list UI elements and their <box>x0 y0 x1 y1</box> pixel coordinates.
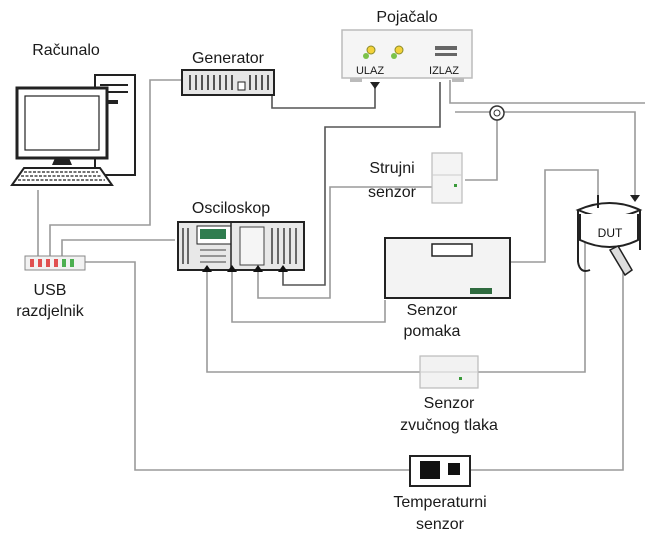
amplifier-output-label: IZLAZ <box>429 65 459 77</box>
sound-pressure-sensor-icon: Senzor zvučnog tlaka <box>400 355 498 434</box>
connection-wires <box>37 79 645 471</box>
current-clamp-icon <box>489 105 505 121</box>
wire-current-oscilloscope <box>257 186 432 299</box>
usb-hub-label-line1: USB <box>34 282 67 299</box>
displacement-sensor-label-line1: Senzor <box>407 302 458 319</box>
pressure-sensor-label-line2: zvučnog tlaka <box>400 417 498 434</box>
wire-generator-amplifier <box>271 82 376 109</box>
wire-usb-oscilloscope <box>61 239 175 258</box>
temperature-sensor-label-line2: senzor <box>416 516 465 533</box>
wire-amplifier-oscilloscope <box>282 82 441 286</box>
wire-usb-generator <box>49 79 182 258</box>
computer-icon: Računalo <box>10 42 136 186</box>
oscilloscope-label: Osciloskop <box>192 200 270 217</box>
wire-amplifier-dut <box>455 111 636 195</box>
temperature-sensor-label-line1: Temperaturni <box>393 494 486 511</box>
wire-amplifier-out <box>449 80 645 104</box>
amplifier-label: Pojačalo <box>376 9 437 26</box>
oscilloscope-icon: Osciloskop <box>177 200 305 272</box>
current-sensor-label-line2: senzor <box>368 184 417 201</box>
dut-label: DUT <box>598 226 623 240</box>
current-sensor-label-line1: Strujni <box>369 160 414 177</box>
displacement-sensor-label-line2: pomaka <box>404 323 461 340</box>
wire-temperature-dut <box>470 272 624 471</box>
generator-label: Generator <box>192 50 265 67</box>
wire-displacement-oscilloscope <box>231 272 386 323</box>
wire-pressure-dut <box>478 240 586 373</box>
current-sensor-icon: Strujni senzor <box>368 152 463 204</box>
usb-hub-label-line2: razdjelnik <box>16 303 85 320</box>
wire-displacement-dut <box>510 169 599 263</box>
wire-pressure-oscilloscope <box>206 272 420 373</box>
dut-icon: DUT <box>575 195 643 277</box>
wire-clamp-sensor <box>465 120 498 181</box>
wire-usb-temperature <box>84 261 410 471</box>
amplifier-input-label: ULAZ <box>356 65 384 77</box>
temperature-sensor-icon: Temperaturni senzor <box>393 455 487 533</box>
generator-icon: Generator <box>181 50 275 96</box>
usb-hub-icon: USB razdjelnik <box>16 255 86 320</box>
displacement-sensor-icon: Senzor pomaka <box>384 237 511 340</box>
amplifier-icon: ULAZ IZLAZ Pojačalo <box>341 9 473 89</box>
computer-label: Računalo <box>32 42 100 59</box>
pressure-sensor-label-line1: Senzor <box>424 395 475 412</box>
